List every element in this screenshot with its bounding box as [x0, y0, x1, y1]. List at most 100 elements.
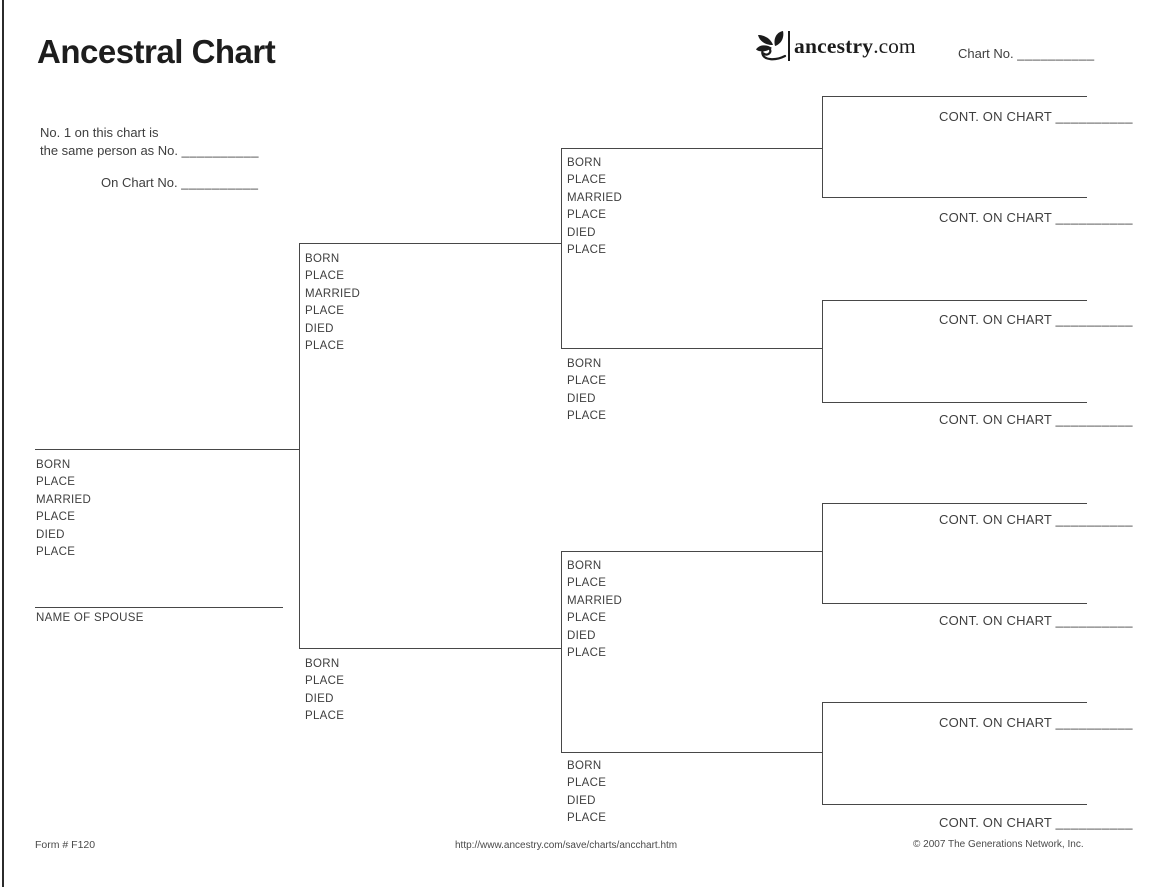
field-born: BORN	[567, 157, 602, 169]
great-grandparent-name-line-4	[822, 402, 1087, 404]
field-place: PLACE	[305, 340, 345, 353]
paternal-grandfather-fields: BORN PLACE MARRIED PLACE DIED PLACE	[567, 155, 622, 259]
cont-blank: __________	[1055, 109, 1133, 124]
field-died: DIED	[305, 322, 334, 335]
page-title: Ancestral Chart	[37, 33, 276, 70]
field-place: PLACE	[567, 375, 607, 388]
field-place: PLACE	[305, 710, 345, 723]
reference-line2-blank: __________	[181, 142, 259, 158]
great-grandparent-name-line-5	[822, 503, 1087, 505]
paternal-grandparents-bracket-line	[561, 148, 563, 349]
reference-line2: the same person as No.	[40, 142, 179, 158]
ancestry-leaf-icon	[756, 31, 790, 61]
cont-on-chart-2: CONT. ON CHART __________	[939, 210, 1133, 225]
field-married: MARRIED	[36, 493, 92, 506]
cont-on-chart-1: CONT. ON CHART __________	[939, 109, 1133, 124]
spouse-name-line	[35, 607, 283, 609]
field-place: PLACE	[567, 647, 607, 660]
maternal-grandfather-fields: BORN PLACE MARRIED PLACE DIED PLACE	[567, 558, 622, 662]
person1-name-line	[35, 449, 299, 451]
field-died: DIED	[36, 528, 65, 541]
field-place: PLACE	[567, 174, 607, 187]
field-born: BORN	[567, 760, 602, 772]
field-died: DIED	[567, 226, 596, 239]
cont-blank: __________	[1055, 613, 1133, 628]
maternal-grandparents-bracket-line	[561, 551, 563, 753]
reference-line1: No. 1 on this chart is	[40, 125, 159, 140]
field-died: DIED	[567, 392, 596, 405]
field-died: DIED	[567, 794, 596, 807]
field-married: MARRIED	[567, 191, 623, 204]
cont-blank: __________	[1055, 412, 1133, 427]
parents-bracket-line	[299, 243, 301, 649]
paternal-grandfather-name-line	[561, 148, 823, 150]
great-grandparent-name-line-6	[822, 603, 1087, 605]
cont-blank: __________	[1055, 210, 1133, 225]
cont-on-chart-8: CONT. ON CHART __________	[939, 815, 1133, 830]
person1-fields: BORN PLACE MARRIED PLACE DIED PLACE	[36, 457, 91, 561]
page-edge-line	[2, 0, 4, 887]
field-place: PLACE	[567, 812, 607, 825]
paternal-grandmother-name-line	[561, 348, 823, 350]
chart-no-field: Chart No. __________	[958, 46, 1095, 61]
cont-on-chart-7: CONT. ON CHART __________	[939, 715, 1133, 730]
chart-no-blank: __________	[1017, 46, 1095, 61]
maternal-grandmother-fields: BORN PLACE DIED PLACE	[567, 758, 606, 828]
cont-blank: __________	[1055, 512, 1133, 527]
mother-fields: BORN PLACE DIED PLACE	[305, 656, 344, 726]
great-grandparent-name-line-8	[822, 804, 1087, 806]
field-place: PLACE	[567, 209, 607, 222]
footer-copyright: © 2007 The Generations Network, Inc.	[913, 839, 1084, 850]
cont-on-chart-3: CONT. ON CHART __________	[939, 312, 1133, 327]
great-grandparent-name-line-3	[822, 300, 1087, 302]
field-place: PLACE	[567, 577, 607, 590]
reference-chart-no: On Chart No. __________	[101, 175, 259, 190]
field-place: PLACE	[567, 244, 607, 257]
field-born: BORN	[567, 560, 602, 572]
field-place: PLACE	[305, 675, 345, 688]
cont-blank: __________	[1055, 715, 1133, 730]
father-name-line	[299, 243, 562, 245]
great-grandparent-name-line-2	[822, 197, 1087, 199]
field-born: BORN	[305, 658, 340, 670]
field-place: PLACE	[305, 305, 345, 318]
maternal-grandmother-name-line	[561, 752, 823, 754]
mother-name-line	[299, 648, 562, 650]
great-grandparents-bracket-line-4	[822, 702, 824, 805]
great-grandparents-bracket-line-2	[822, 300, 824, 403]
field-place: PLACE	[36, 476, 76, 489]
field-married: MARRIED	[567, 594, 623, 607]
field-born: BORN	[305, 253, 340, 265]
cont-blank: __________	[1055, 815, 1133, 830]
field-died: DIED	[305, 692, 334, 705]
field-place: PLACE	[567, 410, 607, 423]
great-grandparents-bracket-line-1	[822, 96, 824, 198]
logo-tld-text: .com	[873, 33, 916, 58]
field-place: PLACE	[36, 511, 76, 524]
reference-note: No. 1 on this chart is the same person a…	[40, 124, 259, 159]
footer-form-number: Form # F120	[35, 839, 96, 851]
cont-on-chart-4: CONT. ON CHART __________	[939, 412, 1133, 427]
logo-brand-text: ancestry	[794, 33, 874, 58]
field-born: BORN	[567, 358, 602, 370]
paternal-grandmother-fields: BORN PLACE DIED PLACE	[567, 356, 606, 426]
reference-line3-blank: __________	[181, 175, 259, 190]
great-grandparents-bracket-line-3	[822, 503, 824, 604]
cont-blank: __________	[1055, 312, 1133, 327]
great-grandparent-name-line-7	[822, 702, 1087, 704]
father-fields: BORN PLACE MARRIED PLACE DIED PLACE	[305, 251, 360, 355]
ancestry-logo: ancestry.com	[751, 30, 916, 62]
chart-no-label: Chart No.	[958, 46, 1014, 61]
logo-wordmark: ancestry.com	[794, 34, 916, 59]
field-born: BORN	[36, 459, 71, 471]
field-died: DIED	[567, 629, 596, 642]
great-grandparent-name-line-1	[822, 96, 1087, 98]
footer-url: http://www.ancestry.com/save/charts/ancc…	[455, 840, 678, 851]
field-married: MARRIED	[305, 287, 361, 300]
field-place: PLACE	[305, 270, 345, 283]
maternal-grandfather-name-line	[561, 551, 823, 553]
reference-line3: On Chart No.	[101, 175, 178, 190]
field-place: PLACE	[567, 777, 607, 790]
field-place: PLACE	[36, 546, 76, 559]
